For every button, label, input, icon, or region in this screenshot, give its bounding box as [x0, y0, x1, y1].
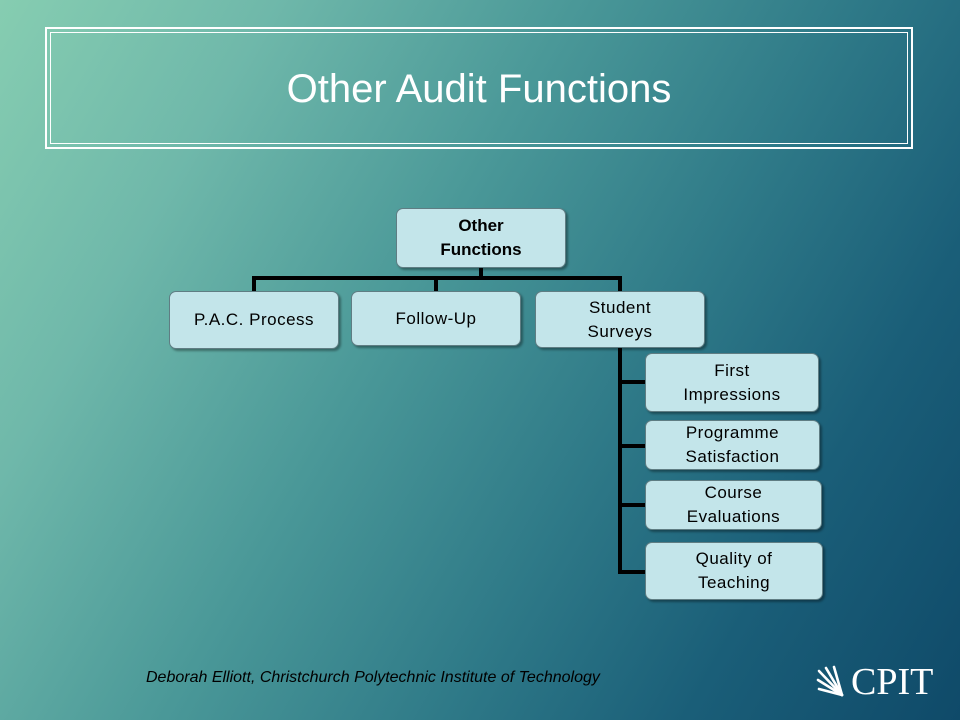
- node-label: Follow-Up: [395, 308, 477, 328]
- node-label-line1: Student: [588, 297, 652, 317]
- node-first-impressions: First Impressions: [645, 353, 819, 412]
- node-programme-satisfaction: Programme Satisfaction: [645, 420, 820, 470]
- node-label: P.A.C. Process: [193, 310, 315, 329]
- footer-credit: Deborah Elliott, Christchurch Polytechni…: [146, 669, 600, 686]
- fan-emblem-icon: [816, 665, 844, 697]
- node-label-line2: Impressions: [683, 384, 781, 404]
- node-label-line1: Other: [458, 216, 504, 235]
- node-label-line2: Teaching: [697, 573, 771, 592]
- node-label-line1: Programme: [685, 423, 780, 442]
- node-quality-of-teaching: Quality of Teaching: [645, 542, 823, 600]
- node-label-line2: Surveys: [587, 321, 653, 341]
- node-label-line2: Evaluations: [686, 507, 781, 526]
- title-frame: Other Audit Functions: [45, 27, 913, 149]
- node-label-line2: Satisfaction: [685, 447, 780, 466]
- node-pac-process: P.A.C. Process: [169, 291, 339, 349]
- node-course-evaluations: Course Evaluations: [645, 480, 822, 530]
- logo-wordmark: CPIT: [851, 661, 934, 703]
- node-other-functions: Other Functions: [396, 208, 566, 268]
- node-label-line1: First: [714, 360, 750, 380]
- node-follow-up: Follow-Up: [351, 291, 521, 346]
- node-label-line1: Course: [704, 483, 763, 502]
- node-label-line1: Quality of: [695, 549, 773, 568]
- node-label-line2: Functions: [440, 240, 522, 259]
- node-student-surveys: Student Surveys: [535, 291, 705, 348]
- cpit-logo: CPIT: [816, 660, 944, 704]
